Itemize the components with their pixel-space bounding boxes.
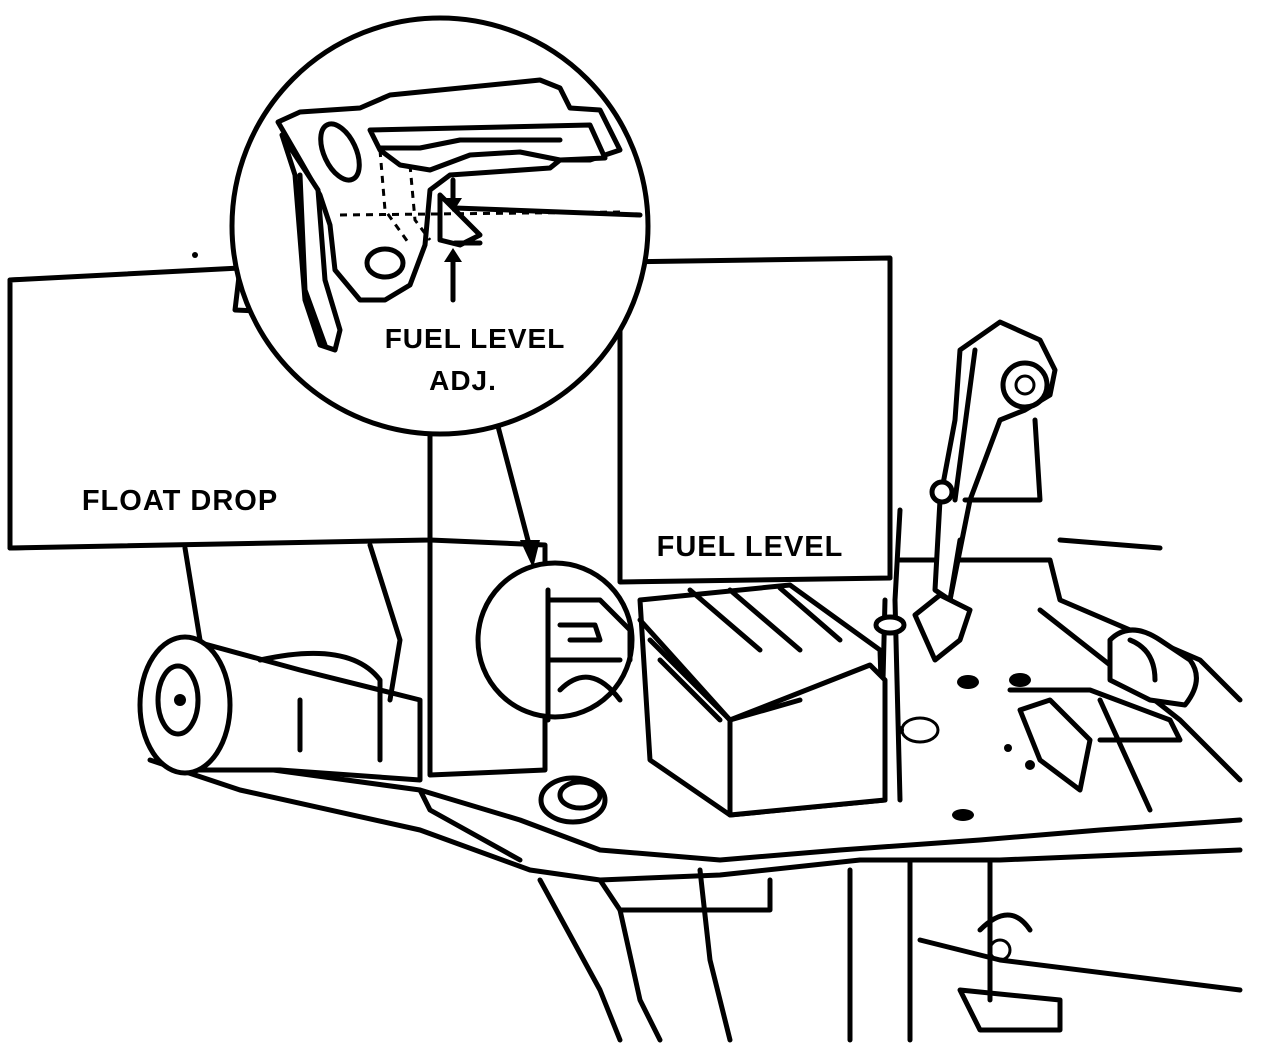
detail-label-line1: FUEL LEVEL: [385, 323, 566, 354]
fuel-level-label-box: [617, 255, 893, 585]
detail-magnifier: FUEL LEVEL ADJ.: [229, 15, 651, 437]
float: [137, 542, 423, 783]
pointer-arrow: [492, 412, 540, 568]
fuel-level-label: FUEL LEVEL: [657, 531, 844, 563]
fuel-bowl-float: [637, 582, 888, 818]
float-drop-label: FLOAT DROP: [82, 485, 278, 517]
zoom-target-circle: [475, 560, 635, 723]
carburetor-body: [147, 319, 1243, 1043]
mounting-boss: [538, 775, 608, 825]
speck-mark: [192, 252, 198, 258]
detail-label-line2: ADJ.: [429, 365, 497, 396]
